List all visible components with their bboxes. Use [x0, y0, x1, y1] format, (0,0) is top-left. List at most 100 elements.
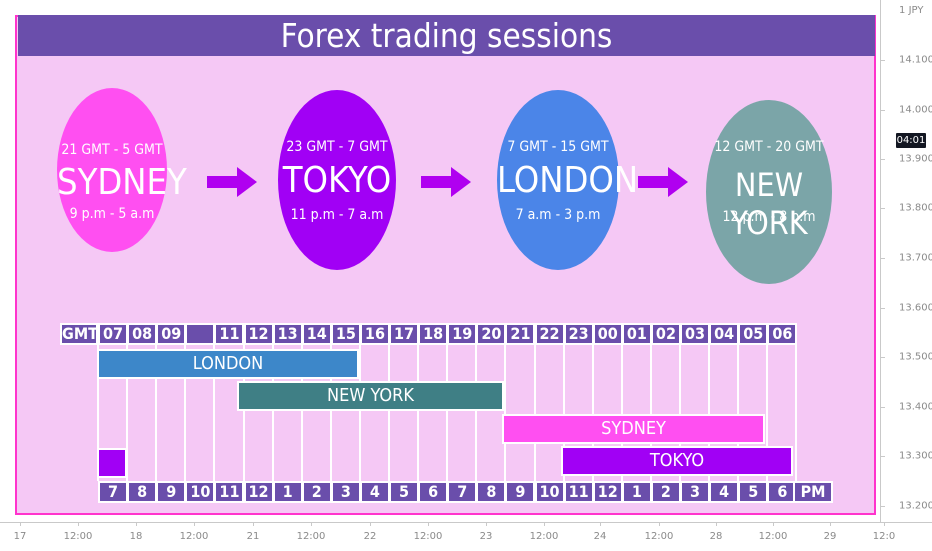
timeline-hour-gmt: 09: [156, 323, 187, 345]
arrow-right-icon: [421, 167, 471, 197]
price-axis-tick: [880, 60, 885, 61]
timeline-gridline: [358, 345, 361, 481]
time-axis-tick: [194, 522, 195, 526]
timeline-gridline: [620, 345, 623, 481]
timeline-hour-local: 5: [389, 481, 420, 503]
price-axis-tick: [880, 407, 885, 408]
timeline-hour-gmt: 13: [272, 323, 303, 345]
timeline-hour-local: 4: [709, 481, 740, 503]
price-axis-label: 13.600: [899, 302, 932, 314]
timeline-hour-local: 9: [156, 481, 187, 503]
timeline-hour-local: 3: [330, 481, 361, 503]
timeline-gridline: [155, 345, 158, 481]
session-local-time: 7 a.m - 3 p.m: [515, 207, 601, 223]
session-new-york: 12 GMT - 20 GMT NEW YORK 12 p.m - 8 p.m: [706, 100, 832, 284]
timeline-gridline: [271, 345, 274, 481]
time-axis-tick: [370, 522, 371, 526]
timeline-hour-local: 7: [98, 481, 129, 503]
timeline-gridline: [504, 345, 507, 481]
timeline-hour-gmt: 02: [650, 323, 681, 345]
arrow-right-icon: [207, 167, 257, 197]
timeline-hour-local: 8: [476, 481, 507, 503]
time-axis-label: 17: [13, 531, 27, 542]
time-axis-label: 12:00: [529, 531, 559, 542]
time-axis-label: 24: [593, 531, 607, 542]
time-axis-label: 12:00: [644, 531, 674, 542]
timeline-hour-local: 11: [563, 481, 594, 503]
timeline-gridline: [184, 345, 187, 481]
timeline-bar-london: LONDON: [97, 349, 359, 379]
time-axis-tick: [428, 522, 429, 526]
timeline-gridline: [417, 345, 420, 481]
session-name: TOKYO: [282, 160, 392, 201]
price-axis-tick: [880, 159, 885, 160]
time-axis-label: 12:00: [63, 531, 93, 542]
page-title: Forex trading sessions: [18, 15, 875, 56]
timeline-gridline: [213, 345, 216, 481]
timeline-hour-gmt: 18: [418, 323, 449, 345]
timeline-gridline: [679, 345, 681, 481]
timeline-gridline: [591, 345, 594, 481]
time-axis-tick: [78, 522, 79, 526]
price-axis-tick: [880, 258, 885, 259]
price-axis-label: 13.200: [899, 500, 932, 512]
timeline-hour-gmt: 16: [359, 323, 390, 345]
timeline-hour-local: 12: [243, 481, 274, 503]
time-axis-label: 12:0: [872, 531, 896, 542]
time-axis-tick: [600, 522, 601, 526]
timeline-bar-new-york: NEW YORK: [237, 381, 504, 411]
time-axis-label: 23: [479, 531, 493, 542]
price-axis-label: 14.100: [899, 54, 932, 66]
timeline-gridline: [766, 345, 769, 481]
timeline-hour-gmt: 01: [621, 323, 652, 345]
timeline-hour-local: 4: [359, 481, 390, 503]
price-axis-tick: [880, 308, 885, 309]
time-axis-label: 12:00: [179, 531, 209, 542]
time-axis-tick: [486, 522, 487, 526]
price-axis-tick: [880, 506, 885, 507]
timeline-hour-local: 6: [767, 481, 798, 503]
timeline-bar-tokyo: [97, 448, 127, 478]
timeline-hour-gmt: 06: [767, 323, 798, 345]
timeline-hour-local: 9: [505, 481, 536, 503]
timeline-hour-gmt: 12: [243, 323, 274, 345]
price-axis-label: 13.900: [899, 153, 932, 165]
timeline-hour-gmt: 21: [505, 323, 536, 345]
timeline-hour-gmt: 03: [680, 323, 711, 345]
timeline-hour-local: 8: [127, 481, 158, 503]
timeline-hour-gmt: 11: [214, 323, 245, 345]
timeline-hour-gmt: 23: [563, 323, 594, 345]
timeline-hour-local: 6: [418, 481, 449, 503]
time-axis-label: 12:00: [413, 531, 443, 542]
time-axis[interactable]: [0, 522, 932, 551]
timeline-gridline: [533, 345, 536, 481]
session-local-time: 11 p.m - 7 a.m: [290, 207, 384, 223]
timeline-hour-gmt: 22: [534, 323, 565, 345]
price-axis-label: 13.400: [899, 401, 932, 413]
timeline-gridline: [97, 345, 99, 481]
time-axis-tick: [136, 522, 137, 526]
session-name: NEW YORK: [730, 166, 808, 242]
session-local-time: 9 p.m - 5 a.m: [69, 206, 155, 222]
timeline-hour-gmt: 04: [709, 323, 740, 345]
timeline-gridline: [300, 345, 303, 481]
time-axis-label: 22: [363, 531, 377, 542]
timeline-gridline: [126, 345, 129, 481]
session-gmt: 12 GMT - 20 GMT: [714, 139, 824, 155]
timeline-hour-local: 3: [680, 481, 711, 503]
time-axis-label: 12:00: [758, 531, 788, 542]
timeline-hour-gmt: 07: [98, 323, 129, 345]
timeline-hour-gmt: 19: [447, 323, 478, 345]
timeline-hour-gmt: 05: [738, 323, 769, 345]
price-axis-unit: 1 JPY: [899, 5, 924, 16]
session-gmt: 21 GMT - 5 GMT: [61, 142, 163, 158]
timeline-hour-gmt: 14: [301, 323, 332, 345]
timeline-hour-local: 10: [534, 481, 565, 503]
session-gmt: 23 GMT - 7 GMT: [286, 139, 388, 155]
time-axis-tick: [311, 522, 312, 526]
price-axis[interactable]: [880, 0, 932, 522]
session-london: 7 GMT - 15 GMT LONDON 7 a.m - 3 p.m: [497, 90, 638, 270]
session-sydney: 21 GMT - 5 GMT SYDNEY 9 p.m - 5 a.m: [57, 88, 187, 252]
timeline-gridline: [329, 345, 332, 481]
price-axis-label: 13.500: [899, 351, 932, 363]
